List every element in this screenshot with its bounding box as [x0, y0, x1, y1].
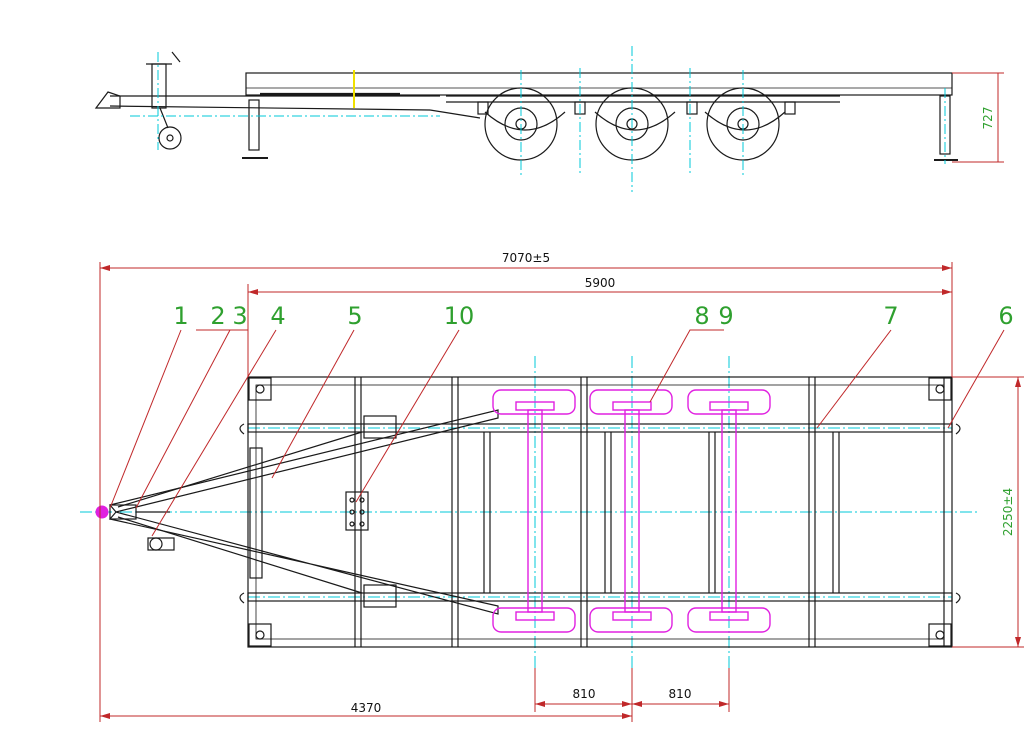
callout-6: 6	[998, 302, 1013, 330]
dim-side-height	[952, 72, 1004, 163]
side-jockey-wheel	[158, 126, 182, 150]
callout-2: 2	[210, 302, 225, 330]
overall-length-label: 7070±5	[502, 251, 550, 265]
side-spring-3	[704, 111, 786, 131]
axle-spacing-1-label: 810	[573, 687, 596, 701]
plan-wheel-3-bottom	[687, 607, 771, 633]
plan-axles	[492, 389, 771, 633]
side-jockey-post	[151, 63, 167, 109]
axle-spacing-2-label: 810	[669, 687, 692, 701]
side-height-label: 727	[981, 107, 995, 130]
hitch-to-axle-label: 4370	[351, 701, 382, 715]
plan-jockey-wheel	[149, 537, 163, 551]
callout-8: 8	[694, 302, 709, 330]
side-view	[94, 51, 958, 161]
plan-view-centerlines	[80, 356, 980, 668]
dimension-arrows	[100, 265, 1021, 719]
plan-wheel-3-top	[687, 389, 771, 415]
plan-wheel-1-bottom	[492, 607, 576, 633]
plan-wheel-2-bottom	[589, 607, 673, 633]
frame-length-label: 5900	[585, 276, 616, 290]
side-spring-2	[594, 111, 676, 131]
dimension-lines	[99, 262, 1024, 722]
plan-outer-frame	[247, 376, 953, 648]
plan-rail-top	[247, 423, 953, 433]
plan-wheel-1-top	[492, 389, 576, 415]
overall-width-label: 2250±4	[1001, 488, 1015, 536]
callout-3: 3	[232, 302, 247, 330]
plan-drawbar-lower	[108, 511, 499, 615]
side-view-centerlines	[130, 46, 946, 192]
plan-wheel-2-top	[589, 389, 673, 415]
plan-view-frame	[108, 376, 961, 648]
side-front-leg	[248, 99, 260, 151]
callout-9: 9	[718, 302, 733, 330]
callout-1: 1	[173, 302, 188, 330]
side-deck	[245, 72, 953, 96]
callout-7: 7	[883, 302, 898, 330]
plan-rail-bottom	[247, 592, 953, 602]
callout-4: 4	[270, 302, 285, 330]
plan-drawbar-upper	[108, 409, 499, 513]
plan-hitch-ball	[95, 505, 109, 519]
callout-10: 10	[444, 302, 475, 330]
side-coupler	[94, 91, 121, 109]
callout-5: 5	[347, 302, 362, 330]
